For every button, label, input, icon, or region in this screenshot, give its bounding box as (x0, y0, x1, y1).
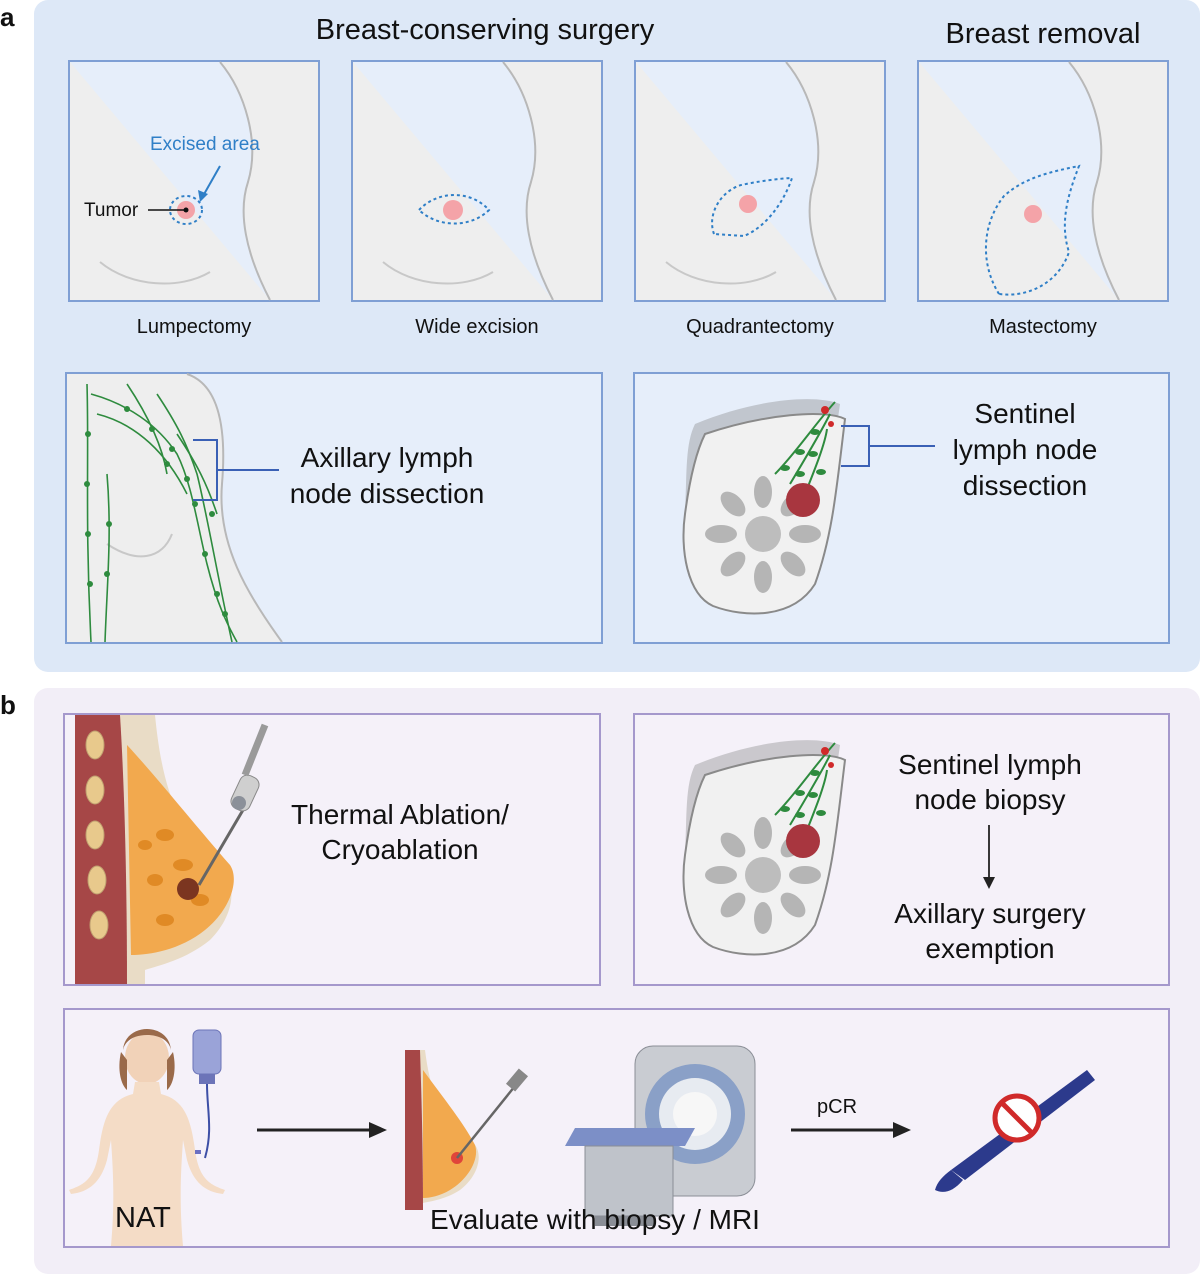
ablation-illustration (75, 715, 269, 984)
evaluate-label: Evaluate with biopsy / MRI (430, 1204, 760, 1235)
panel-letter-a: a (0, 2, 15, 32)
sentinel-label-line2: lymph node (952, 434, 1098, 465)
header-breast-conserving: Breast-conserving surgery (315, 14, 655, 46)
biopsy-breast (405, 1050, 529, 1210)
lymphatic-arm-illustration (67, 373, 283, 643)
axillary-label-line2: node dissection (289, 478, 485, 509)
axillary-label-line1: Axillary lymph (300, 442, 474, 473)
nat-label: NAT (115, 1202, 171, 1234)
sentinel-label-line3: dissection (962, 470, 1088, 501)
slnb-box: Sentinel lymph node biopsy Axillary surg… (633, 713, 1170, 986)
lumpectomy-box: Excised area Tumor (68, 60, 320, 302)
sentinel-dissection-box: Sentinel lymph node dissection (633, 372, 1170, 644)
wide-excision-caption: Wide excision (415, 316, 539, 338)
header-breast-removal: Breast removal (945, 18, 1141, 50)
torso-illustration (919, 61, 1167, 301)
torso-illustration (353, 61, 601, 301)
mastectomy-box (917, 60, 1169, 302)
excised-area-label: Excised area (150, 134, 260, 155)
no-surgery-icon (935, 1070, 1095, 1192)
ablation-label-line1: Thermal Ablation/ (291, 799, 509, 830)
mri-scanner (565, 1045, 756, 1226)
nat-workflow-box: NAT pCR Evaluate with biopsy / MRI (63, 1008, 1170, 1248)
quadrantectomy-box (634, 60, 886, 302)
breast-crosssection-illustration (682, 740, 995, 956)
axillary-dissection-box: Axillary lymph node dissection (65, 372, 603, 644)
lumpectomy-caption: Lumpectomy (136, 316, 252, 338)
tumor-label: Tumor (84, 200, 139, 221)
mastectomy-caption: Mastectomy (989, 316, 1097, 338)
sentinel-label-line1: Sentinel (974, 398, 1076, 429)
panel-letter-b: b (0, 690, 16, 720)
exemption-label-line2: exemption (925, 933, 1055, 964)
pcr-label: pCR (817, 1096, 858, 1118)
ablation-box: Thermal Ablation/ Cryoablation (63, 713, 601, 986)
iv-bag (192, 1029, 222, 1159)
patient-figure (69, 1029, 225, 1246)
breast-crosssection-illustration (682, 399, 935, 615)
wide-excision-box (351, 60, 603, 302)
slnb-label-line2: node biopsy (914, 784, 1066, 815)
torso-illustration (70, 61, 318, 301)
slnb-label-line1: Sentinel lymph (898, 749, 1082, 780)
torso-illustration (636, 61, 884, 301)
quadrantectomy-caption: Quadrantectomy (686, 316, 834, 338)
ablation-label-line2: Cryoablation (321, 834, 479, 865)
exemption-label-line1: Axillary surgery (894, 898, 1086, 929)
nat-workflow-illustration (69, 1029, 1095, 1246)
